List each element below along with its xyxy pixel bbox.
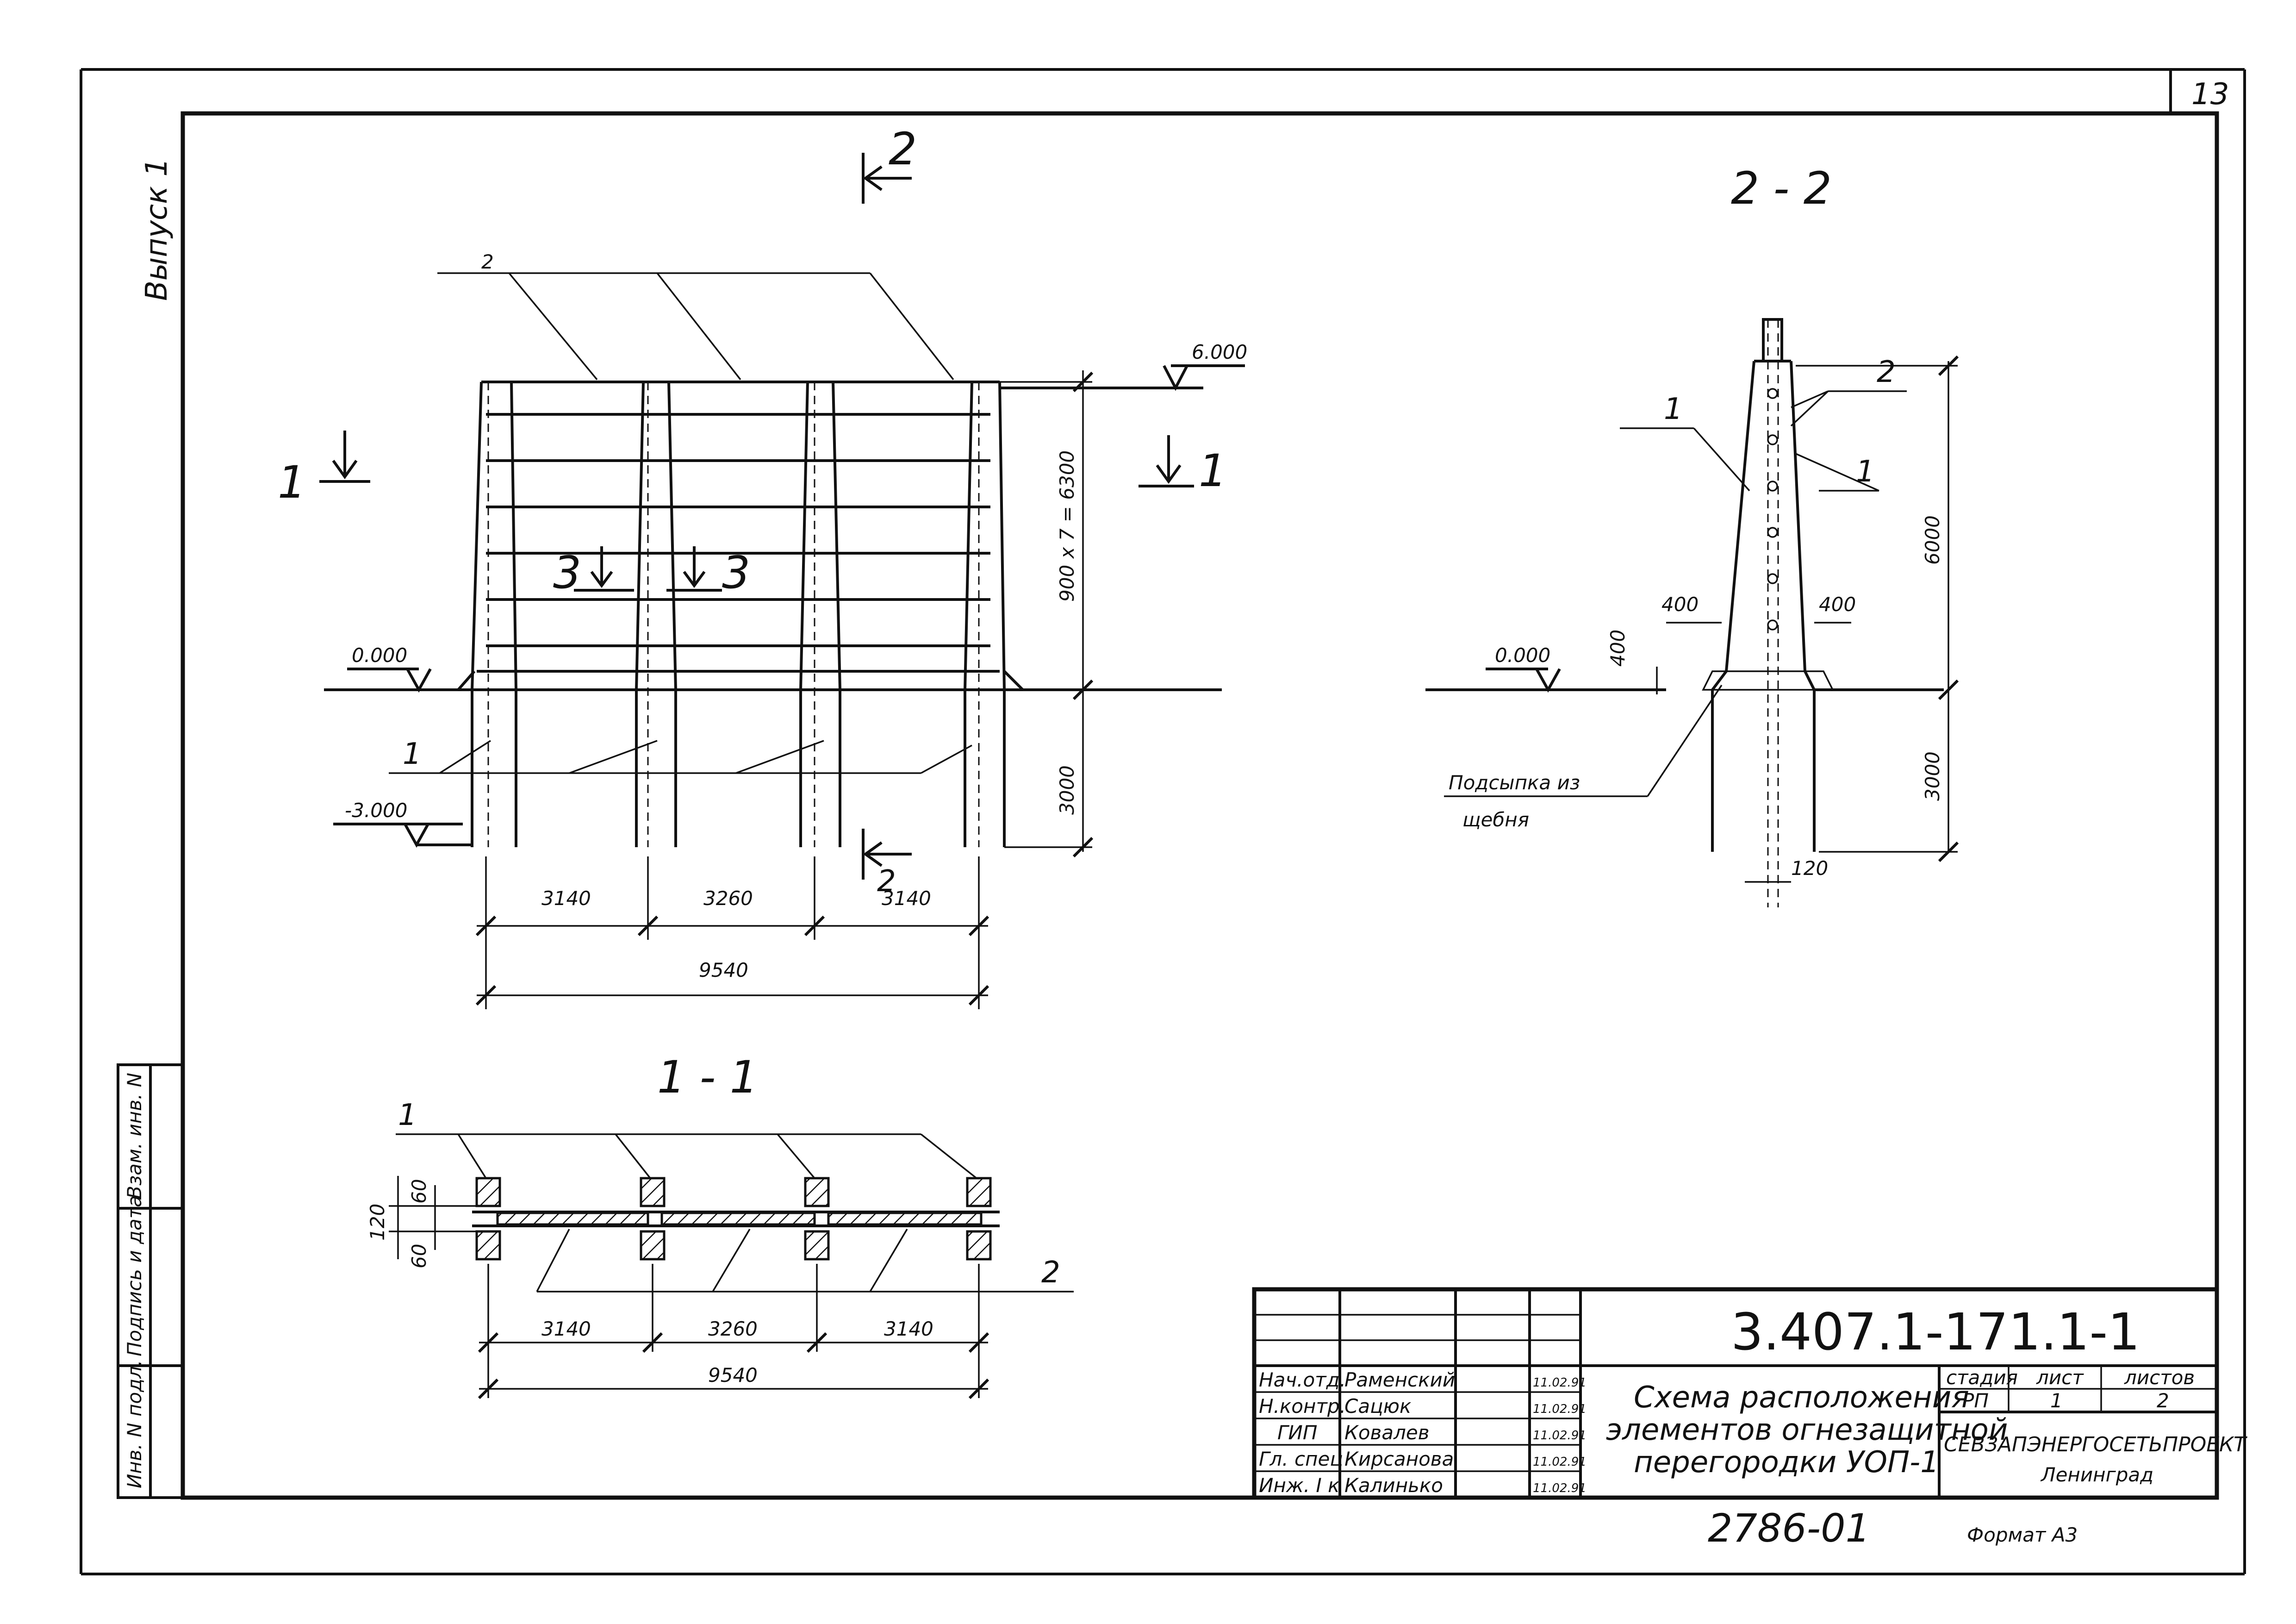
elevation-posts [471,381,1006,847]
sig-role-3: ГИП [1277,1421,1317,1444]
archive-number: 2786-01 [1708,1505,1870,1551]
section-2-2-right-width: 400 [1819,593,1856,616]
section-2-2-level-ground: 0.000 [1495,644,1550,667]
sheets-value: 2 [2157,1389,2169,1412]
section-mark-3: 3 3 [553,546,750,599]
dim-span-2: 3260 [703,887,753,910]
sig-date-3: 11.02.91 [1533,1429,1587,1443]
section-2-2-height-lower: 3000 [1921,751,1944,801]
dim-span-1: 3140 [541,887,591,910]
sheet-number: 13 [2191,77,2229,112]
sheet-header: лист [2036,1366,2084,1389]
sig-date-4: 11.02.91 [1533,1455,1587,1469]
elevation-view: 2 1 6.000 0.000 -3.000 [278,123,1247,1009]
plan-1-1-title: 1 - 1 [657,1051,758,1103]
sig-name-5: Калинько [1344,1474,1443,1497]
section-mark-1-left-label: 1 [278,456,306,508]
level-top-value: 6.000 [1192,341,1247,363]
sig-role-4: Гл. спец [1259,1448,1343,1470]
plan-dim-span-1: 3140 [541,1318,591,1340]
section-mark-1-right-label: 1 [1199,445,1227,497]
section-2-2-left-width: 400 [1661,593,1699,616]
section-2-2-height-upper: 6000 [1921,515,1944,565]
elevation-panels [477,413,1000,673]
sheet-format: Формат А3 [1967,1524,2078,1546]
section-2-2-note-line1: Подсыпка из [1449,771,1580,794]
stamp-original-inv: Инв. N подл. [123,1360,146,1489]
left-stamp: Взам. инв. N Подпись и дата Инв. N подл. [117,1063,184,1499]
sheet-frame: 13 Выпуск 1 [80,68,2246,1575]
section-mark-2-bottom-label: 2 [877,864,896,899]
elevation-vertical-dims: 900 x 7 = 6300 3000 [995,370,1094,858]
section-2-2-callout-top: 2 [1877,355,1896,389]
section-2-2-callout-left: 1 [1664,392,1683,426]
section-2-2-panel [1767,388,1778,631]
organization-name: СЕВЗАПЭНЕРГОСЕТЬПРОЕКТ [1944,1433,2247,1456]
document-code: 3.407.1-171.1-1 [1731,1302,2140,1362]
sig-date-2: 11.02.91 [1533,1402,1587,1416]
stamp-signature-date: Подпись и дата [123,1195,146,1356]
sheets-header: листов [2124,1366,2195,1389]
dim-total: 9540 [699,959,748,981]
drawing-title-line1: Схема расположения [1634,1380,1969,1415]
section-mark-3-right-label: 3 [722,547,750,599]
plan-callout-post: 1 [398,1098,417,1132]
sig-role-5: Инж. I к [1259,1474,1340,1497]
sig-date-5: 11.02.91 [1533,1481,1587,1495]
section-2-2-post-width: 120 [1791,857,1828,880]
section-mark-1-left: 1 [278,431,370,508]
sig-role-2: Н.контр. [1259,1395,1346,1418]
plan-dim-thickness: 120 [366,1204,389,1241]
issue-label: Выпуск 1 [140,158,174,301]
section-mark-2-top-label: 2 [889,123,917,175]
plan-dim-lower: 60 [408,1244,430,1268]
sig-name-4: Кирсанова [1344,1448,1454,1470]
dim-lower-height: 3000 [1056,765,1078,815]
plan-dim-upper: 60 [408,1179,430,1204]
plan-posts [475,1177,992,1261]
title-block: 3.407.1-171.1-1 Нач.отд. Раменский 11.02… [1252,1287,2247,1500]
sig-date-1: 11.02.91 [1533,1376,1587,1390]
sig-name-1: Раменский [1344,1368,1455,1391]
drawing-title-line3: перегородки УОП-1 [1634,1445,1939,1480]
sheet-value: 1 [2050,1389,2063,1412]
elevation-callout-post: 1 [403,737,422,771]
organization-city: Ленинград [2040,1463,2153,1486]
section-mark-2-bottom: 2 [862,829,912,899]
level-top: 6.000 [1000,341,1247,391]
dim-span-3: 3140 [882,887,931,910]
section-2-2: 2 - 2 1 1 2 [1425,162,1959,907]
level-bottom: -3.000 [333,799,472,848]
stage-value: РП [1962,1389,1989,1412]
section-2-2-callout-right: 1 [1856,455,1875,489]
drawing-title-line2: элементов огнезащитной [1606,1413,2008,1447]
sig-name-3: Ковалев [1344,1421,1429,1444]
plan-dim-span-3: 3140 [884,1318,933,1340]
section-2-2-title: 2 - 2 [1731,162,1832,214]
dim-upper-height: 900 x 7 = 6300 [1056,450,1078,602]
section-mark-1-right: 1 [1139,435,1227,497]
elevation-horizontal-dims: 3140 3260 3140 9540 [475,856,989,1009]
level-ground-value: 0.000 [352,644,407,667]
sig-role-1: Нач.отд. [1259,1368,1346,1391]
stage-header: стадия [1946,1366,2018,1389]
plan-callout-panel: 2 [1041,1255,1060,1290]
stamp-replace-inv: Взам. инв. N [123,1073,146,1199]
sig-name-2: Сацюк [1344,1395,1412,1418]
plan-dim-total: 9540 [708,1364,758,1387]
level-bottom-value: -3.000 [345,799,407,822]
plan-dim-span-2: 3260 [708,1318,758,1340]
section-2-2-note-line2: щебня [1462,808,1529,831]
section-2-2-depth: 400 [1606,630,1629,667]
level-ground: 0.000 [347,644,432,693]
section-mark-2-top: 2 [862,123,917,204]
plan-1-1: 1 - 1 1 2 12 [366,1051,1074,1399]
section-mark-3-left-label: 3 [553,547,581,599]
elevation-callout-panel: 2 [481,250,494,273]
